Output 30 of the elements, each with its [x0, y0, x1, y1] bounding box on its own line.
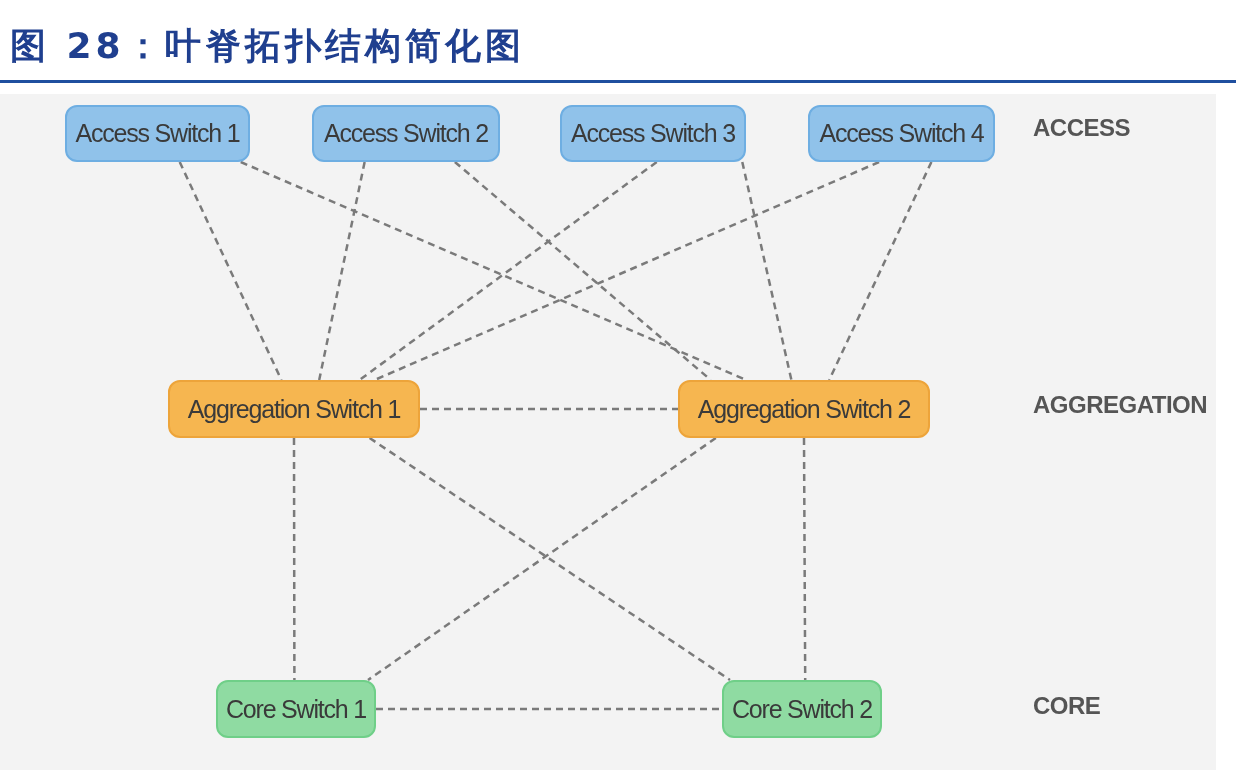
- switch-box: [168, 380, 420, 438]
- connector-line: [317, 161, 366, 381]
- connector-line: [802, 438, 807, 680]
- tier-label: AGGREGATION: [1033, 391, 1208, 419]
- node-label: Core Switch 1: [226, 694, 366, 724]
- switch-box: [65, 105, 250, 162]
- switch-box: [560, 105, 746, 162]
- node-label: Aggregation Switch 1: [187, 394, 401, 424]
- switch-box: [216, 680, 376, 738]
- node-label: Access Switch 3: [571, 119, 735, 148]
- connector-line: [828, 161, 933, 381]
- connector-line: [292, 438, 296, 680]
- node-label: Core Switch 2: [732, 694, 872, 724]
- figure-title: 图 28：叶脊拓扑结构简化图: [10, 24, 525, 68]
- connector-line: [420, 407, 678, 411]
- connector-line: [178, 161, 283, 381]
- tier-label: ACCESS: [1033, 114, 1131, 142]
- tier-label: CORE: [1033, 692, 1101, 720]
- switch-box: [678, 380, 930, 438]
- node-label: Aggregation Switch 2: [697, 394, 911, 424]
- switch-box: [722, 680, 882, 738]
- node-label: Access Switch 1: [75, 119, 240, 148]
- node-label: Access Switch 2: [324, 119, 488, 148]
- connector-line: [374, 160, 880, 382]
- node-label: Access Switch 4: [819, 119, 984, 148]
- connector-line: [358, 161, 658, 381]
- connector-line: [741, 161, 793, 381]
- switch-box: [312, 105, 500, 162]
- connector-line: [376, 707, 722, 711]
- switch-box: [808, 105, 995, 162]
